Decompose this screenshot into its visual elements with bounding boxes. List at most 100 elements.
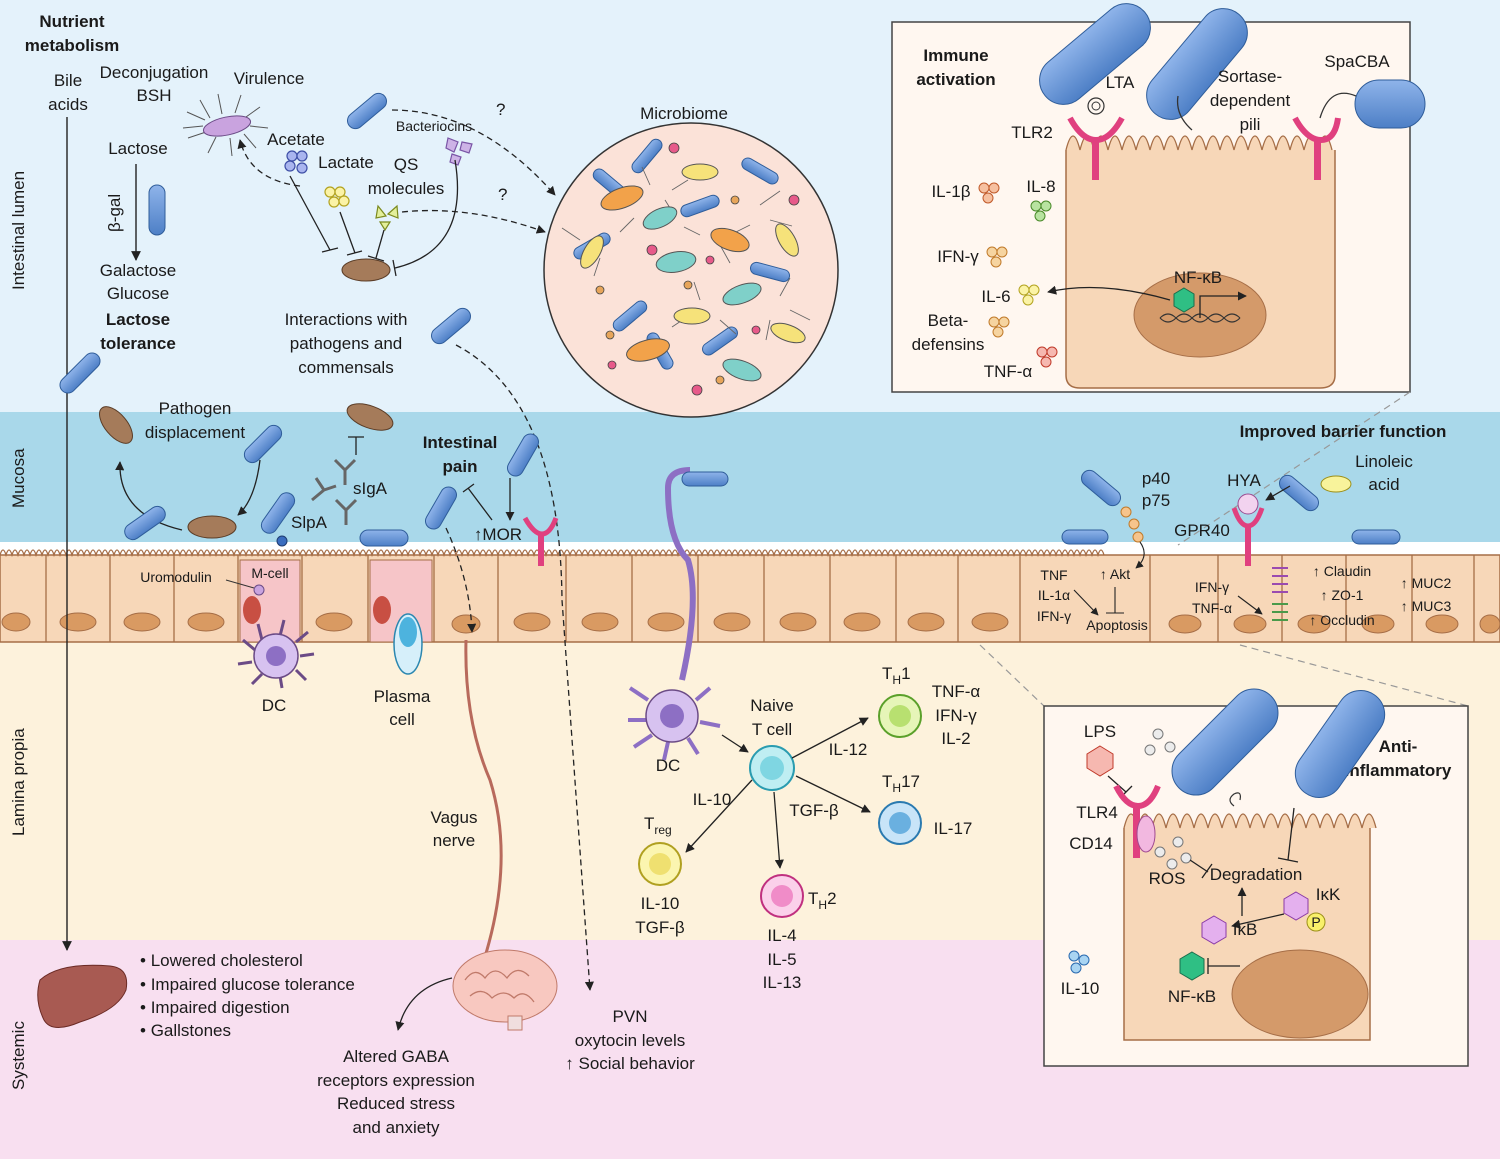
bgal-label: β-gal — [105, 194, 124, 232]
dashed-arrow-pain — [445, 527, 477, 633]
uromodulin-label: Uromodulin — [140, 569, 212, 585]
beta-label-2: defensins — [912, 335, 985, 354]
pvn-label-1: PVN — [613, 1007, 648, 1026]
spacba-pilus — [1319, 92, 1357, 119]
tnfa-molecule — [1036, 346, 1058, 368]
bacterium-b2 — [1279, 474, 1319, 512]
sortase-label-1: Sortase- — [1218, 67, 1282, 86]
mor-label: ↑MOR — [474, 525, 522, 544]
phospho-circle — [1306, 912, 1326, 932]
microbiome-panel: Microbiome — [543, 104, 839, 418]
pathogen-label-1: Pathogen — [159, 399, 232, 418]
gaba-label-1: Altered GABA — [343, 1047, 449, 1066]
tlr4-label: TLR4 — [1076, 803, 1118, 822]
il6-molecule — [1018, 284, 1040, 306]
bullet-3: • Impaired digestion — [140, 998, 290, 1017]
il8-molecule — [1030, 200, 1052, 222]
microvilli-brush-border — [0, 549, 1105, 558]
bile-label-1: Bile — [54, 71, 82, 90]
plasma-label-2: cell — [389, 710, 415, 729]
ros-molecules — [1154, 836, 1192, 870]
region-label-mucosa: Mucosa — [9, 448, 28, 508]
ros-label: ROS — [1149, 869, 1186, 888]
probiotic-bacterium-3 — [431, 307, 471, 345]
immune-title-1: Immune — [923, 46, 988, 65]
mucosa-band — [0, 412, 1500, 542]
slpa-label: SlpA — [291, 513, 328, 532]
p40-label: p40 — [1142, 469, 1170, 488]
region-label-lamina: Lamina propia — [9, 728, 28, 836]
glucose-label: Glucose — [107, 284, 169, 303]
interactions-panel: Virulence Acetate Lactate QS molecules B… — [182, 69, 594, 991]
il12-label: IL-12 — [829, 740, 868, 759]
qs-label-2: molecules — [368, 179, 445, 198]
spacba-label: SpaCBA — [1324, 52, 1390, 71]
treg-cell — [638, 842, 682, 886]
liver-icon — [37, 964, 128, 1028]
tolerance-label-2: tolerance — [100, 334, 176, 353]
degradation-label: Degradation — [1210, 865, 1303, 884]
th2-cyt-3: IL-13 — [763, 973, 802, 992]
interactions-caption-2: pathogens and — [290, 334, 403, 353]
bacterium-b4 — [1351, 529, 1401, 545]
bullet-1: • Lowered cholesterol — [140, 951, 303, 970]
bacterium-m5 — [425, 486, 457, 530]
sortase-label-2: dependent — [1210, 91, 1291, 110]
tlr4-receptor — [1113, 784, 1161, 858]
th17-label: TH17 — [882, 772, 920, 795]
ifng-molecule — [986, 246, 1008, 268]
gaba-label-3: Reduced stress — [337, 1094, 455, 1113]
microbiome-contents — [561, 138, 811, 396]
galactose-label: Galactose — [100, 261, 177, 280]
bacterium-large-1 — [1039, 3, 1151, 105]
gaba-label-2: receptors expression — [317, 1071, 475, 1090]
tlr2-label: TLR2 — [1011, 123, 1053, 142]
th2-cyt-2: IL-5 — [767, 950, 796, 969]
il10-molecule — [1068, 950, 1090, 974]
lta-label: LTA — [1106, 73, 1135, 92]
bacterium-a2 — [1294, 690, 1386, 798]
hya-molecule — [1237, 493, 1259, 515]
gaba-label-4: and anxiety — [353, 1118, 440, 1137]
nfkb-label: NF-κB — [1174, 268, 1222, 287]
claudin-label: ↑ Claudin — [1313, 563, 1371, 579]
tlr2-receptor — [1067, 97, 1125, 180]
region-label-lumen: Intestinal lumen — [9, 171, 28, 290]
th1-cyt-1: TNF-α — [932, 682, 981, 701]
acetate-label: Acetate — [267, 130, 325, 149]
ifng-label: IFN-γ — [937, 247, 979, 266]
mcell-label: M-cell — [251, 565, 288, 581]
anti-inflammatory-inset: Anti- inflammatory LPS TLR4 CD14 ROS Deg… — [1043, 688, 1469, 1067]
tight-junction-icon — [1272, 567, 1288, 621]
th2-cell — [760, 874, 804, 918]
siga-antibody-icon — [311, 458, 358, 525]
apoptosis-label: Apoptosis — [1086, 617, 1147, 633]
nfkb-hexagon — [1173, 287, 1195, 313]
p40-p75-molecules — [1120, 506, 1144, 543]
immune-cell-microvilli — [1065, 135, 1333, 151]
dc-label-1: DC — [262, 696, 287, 715]
nfkb-a-hexagon — [1179, 951, 1205, 981]
pathogen-displaced — [99, 406, 133, 444]
il1b-label: IL-1β — [931, 182, 970, 201]
il1a-label: IL-1α — [1038, 587, 1070, 603]
ifng-b-label: IFN-γ — [1037, 608, 1071, 624]
anti-nucleus — [1231, 949, 1369, 1039]
siga-label: sIgA — [353, 479, 388, 498]
m2-arrow — [237, 459, 261, 516]
small-molecules — [1144, 728, 1176, 756]
treg-label: Treg — [644, 814, 672, 837]
plasma-label-1: Plasma — [374, 687, 431, 706]
treg-cyt-2: TGF-β — [635, 918, 685, 937]
bacterium-b1 — [1081, 469, 1121, 507]
bacterium-large-2 — [1146, 8, 1248, 120]
lps-label: LPS — [1084, 722, 1116, 741]
gpr40-label: GPR40 — [1174, 521, 1230, 540]
displacement-arrow — [115, 461, 183, 531]
microbiome-label: Microbiome — [640, 104, 728, 123]
th2-label: TH2 — [808, 889, 837, 912]
cell-nuclei — [1, 612, 1500, 634]
bsh-label: BSH — [137, 86, 172, 105]
anti-title-1: Anti- — [1379, 737, 1418, 756]
